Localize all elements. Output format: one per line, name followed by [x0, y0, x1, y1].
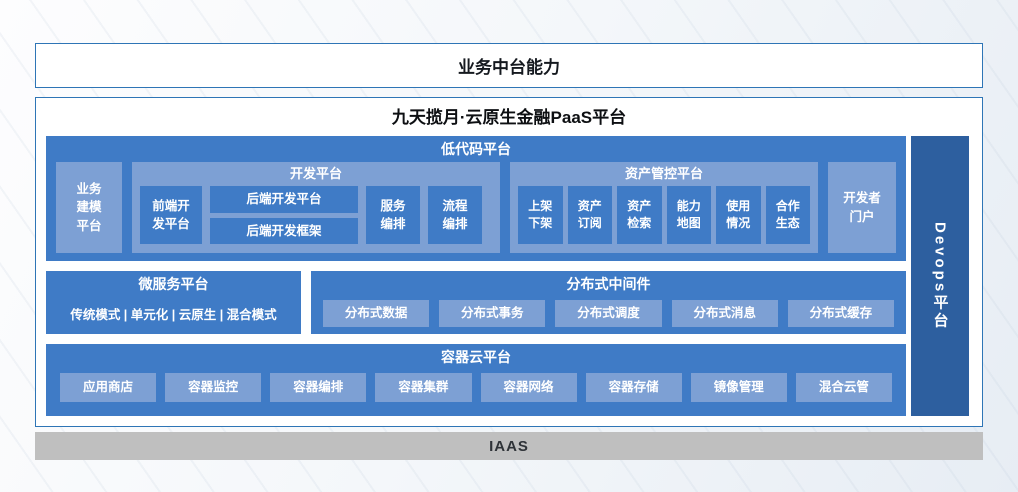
asset-item-label: 合作生态 — [775, 198, 800, 230]
container-cloud-item-box: 容器存储 — [585, 373, 682, 402]
backend-platform-label: 后端开发平台 — [246, 192, 322, 207]
middleware-item-label: 分布式数据 — [344, 306, 408, 321]
business-modeling-box: 业务建模平台 — [56, 162, 122, 253]
container-cloud-item-label: 容器网络 — [503, 380, 554, 395]
middleware-item-label: 分布式缓存 — [809, 306, 873, 321]
top-banner-label: 业务中台能力 — [458, 58, 560, 77]
backend-platform-box: 后端开发平台 — [210, 186, 358, 213]
container-cloud-item-box: 镜像管理 — [690, 373, 787, 402]
asset-item-box: 合作生态 — [765, 186, 810, 244]
container-cloud-item-label: 容器存储 — [608, 380, 659, 395]
container-cloud-item-box: 混合云管 — [795, 373, 892, 402]
asset-item-box: 资产订阅 — [567, 186, 612, 244]
lowcode-body: 业务建模平台 开发平台 前端开发平台 后端开发平台 后端开发 — [56, 162, 896, 253]
container-cloud-item-label: 容器集群 — [398, 380, 449, 395]
middleware-section: 分布式中间件 分布式数据 分布式事务 分布式调度 分布式消息 分 — [311, 271, 906, 334]
lowcode-section: 低代码平台 业务建模平台 开发平台 前端开发平台 后端开发平台 — [46, 136, 906, 261]
middleware-item-box: 分布式缓存 — [787, 300, 895, 327]
container-cloud-item-box: 应用商店 — [60, 373, 157, 402]
container-cloud-item-label: 混合云管 — [818, 380, 869, 395]
asset-item-label: 资产订阅 — [577, 198, 602, 230]
asset-item-label: 上架下架 — [528, 198, 553, 230]
middleware-title: 分布式中间件 — [566, 276, 651, 292]
process-orchestration-box: 流程编排 — [428, 186, 482, 244]
backend-framework-label: 后端开发框架 — [246, 223, 322, 238]
container-cloud-item-box: 容器编排 — [270, 373, 367, 402]
container-cloud-item-label: 应用商店 — [83, 380, 134, 395]
microservice-title: 微服务平台 — [138, 276, 209, 292]
container-cloud-body: 应用商店 容器监控 容器编排 容器集群 容器网络 容器存储 镜像 — [46, 366, 906, 402]
backend-stack: 后端开发平台 后端开发框架 — [210, 186, 358, 244]
developer-portal-box: 开发者门户 — [828, 162, 896, 253]
platform-title: 九天揽月·云原生金融PaaS平台 — [391, 108, 627, 127]
asset-item-box: 能力地图 — [666, 186, 711, 244]
middleware-item-label: 分布式事务 — [461, 306, 524, 321]
platform-panel: 九天揽月·云原生金融PaaS平台 Devops平台 低代码平台 业务建模平台 开… — [35, 97, 983, 427]
asset-item-label: 能力地图 — [676, 198, 701, 230]
container-cloud-title: 容器云平台 — [441, 349, 511, 365]
asset-item-label: 使用情况 — [726, 198, 751, 230]
microservice-section: 微服务平台 传统模式 | 单元化 | 云原生 | 混合模式 — [46, 271, 301, 334]
asset-item-label: 资产检索 — [627, 198, 652, 230]
service-orchestration-label: 服务编排 — [380, 198, 406, 231]
asset-item-box: 资产检索 — [617, 186, 662, 244]
iaas-bar: IAAS — [35, 432, 983, 460]
microservice-modes: 传统模式 | 单元化 | 云原生 | 混合模式 — [70, 308, 277, 322]
service-orchestration-box: 服务编排 — [366, 186, 420, 244]
dev-platform-group: 开发平台 前端开发平台 后端开发平台 后端开发框架 — [132, 162, 500, 253]
container-cloud-item-label: 容器监控 — [188, 380, 239, 395]
lowcode-title: 低代码平台 — [441, 141, 511, 157]
middleware-item-box: 分布式调度 — [555, 300, 662, 327]
middleware-item-box: 分布式数据 — [323, 300, 430, 327]
asset-platform-group: 资产管控平台 上架下架 资产订阅 资产检索 能力地图 — [510, 162, 818, 253]
top-banner: 业务中台能力 — [35, 43, 983, 88]
dev-platform-body: 前端开发平台 后端开发平台 后端开发框架 服务编排 — [132, 182, 500, 252]
container-cloud-section: 容器云平台 应用商店 容器监控 容器编排 容器集群 容器网络 容器存 — [46, 344, 906, 416]
devops-bar: Devops平台 — [911, 136, 969, 416]
container-cloud-item-box: 容器监控 — [165, 373, 262, 402]
container-cloud-item-box: 容器集群 — [375, 373, 472, 402]
backend-framework-box: 后端开发框架 — [210, 217, 358, 244]
business-modeling-label: 业务建模平台 — [76, 182, 102, 233]
middleware-item-box: 分布式消息 — [671, 300, 778, 327]
dev-platform-title: 开发平台 — [289, 166, 342, 181]
process-orchestration-label: 流程编排 — [442, 198, 468, 231]
asset-item-box: 上架下架 — [518, 186, 563, 244]
middleware-item-box: 分布式事务 — [439, 300, 546, 327]
middleware-item-label: 分布式调度 — [577, 306, 640, 321]
iaas-label: IAAS — [489, 437, 529, 455]
middleware-item-label: 分布式消息 — [693, 306, 756, 321]
asset-platform-title: 资产管控平台 — [624, 166, 703, 181]
container-cloud-item-label: 容器编排 — [293, 380, 344, 395]
asset-platform-body: 上架下架 资产订阅 资产检索 能力地图 使用情况 — [510, 182, 818, 252]
middleware-body: 分布式数据 分布式事务 分布式调度 分布式消息 分布式缓存 — [311, 293, 906, 327]
devops-label: Devops平台 — [931, 221, 949, 331]
developer-portal-label: 开发者门户 — [843, 191, 881, 224]
frontend-dev-label: 前端开发平台 — [152, 198, 190, 231]
container-cloud-item-box: 容器网络 — [480, 373, 577, 402]
asset-item-box: 使用情况 — [716, 186, 761, 244]
container-cloud-item-label: 镜像管理 — [713, 380, 764, 395]
middle-row: 微服务平台 传统模式 | 单元化 | 云原生 | 混合模式 分布式中间件 分布式… — [46, 271, 906, 334]
frontend-dev-box: 前端开发平台 — [140, 186, 202, 244]
